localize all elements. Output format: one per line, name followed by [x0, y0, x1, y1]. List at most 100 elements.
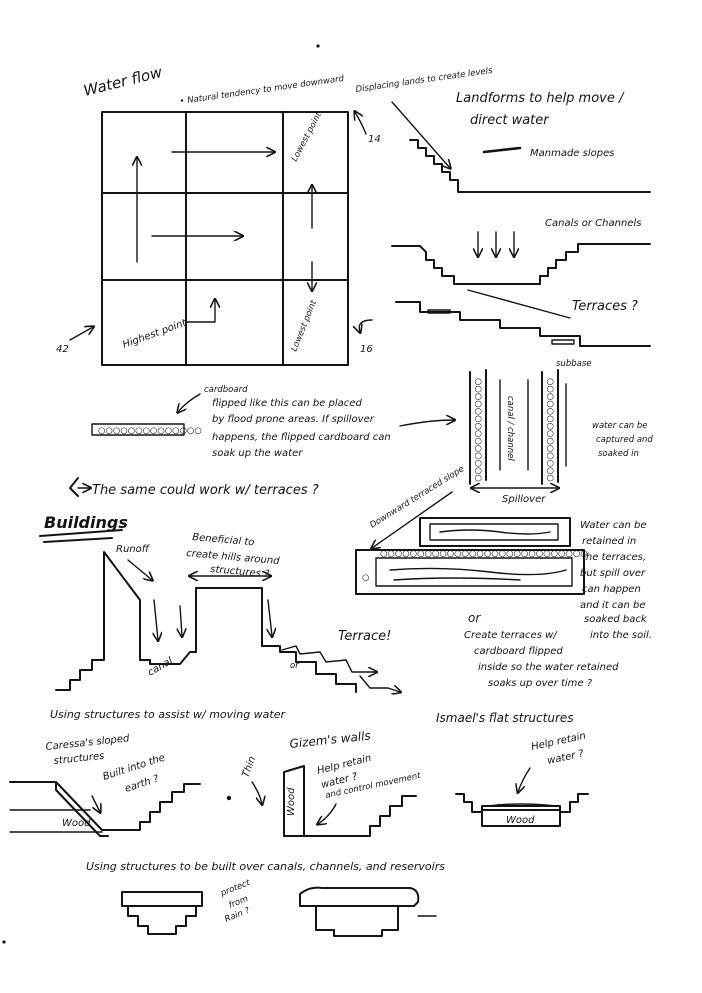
built-arrow — [91, 795, 100, 812]
spill-path-arrow — [359, 675, 400, 692]
dim-arrow-16 — [359, 319, 373, 332]
help-flat-line2: water ? — [546, 748, 585, 767]
captured-line1: water can be — [592, 421, 648, 431]
wood-flat-slab — [481, 809, 561, 827]
wood-wall-label: Wood — [286, 787, 297, 816]
create-line1: Create terraces w/ — [464, 630, 558, 641]
cardboard-section: cardboard ○○○○○○○○○○○○○○ flipped like th… — [69, 385, 454, 498]
terrace-exclaim: Terrace! — [338, 629, 391, 644]
buildings-section: Buildings Runoff Beneficial to create hi… — [39, 513, 400, 721]
create-line3: inside so the water retained — [478, 662, 619, 673]
protect-line3: Rain ? — [223, 906, 251, 925]
cardboard-line4: soak up the water — [212, 448, 303, 459]
help-flat-arrow — [518, 767, 531, 792]
channel-profile-right — [315, 905, 399, 937]
retained-line6: and it can be — [580, 600, 646, 611]
buildings-title: Buildings — [44, 513, 128, 532]
canals-label: Canals or Channels — [545, 218, 641, 229]
site-grid — [101, 111, 349, 366]
left-cardboard-flutes: ○○○○○○○○○○○○○○ — [473, 378, 483, 482]
water-flow-section: Water flow • Natural tendency to move do… — [56, 63, 381, 366]
displacing-arrow — [391, 101, 450, 168]
flow-arrow — [185, 300, 215, 323]
cover-slab-right — [299, 886, 420, 907]
cardboard-to-channel-arrow — [399, 420, 454, 427]
spillover-label: Spillover — [502, 494, 546, 505]
right-cardboard-flutes: ○○○○○○○○○○○○○○ — [545, 378, 555, 482]
lowest-point-bottom-label: Lowest point — [290, 298, 320, 353]
c-mark — [69, 477, 79, 497]
manmade-slopes-label: Manmade slopes — [530, 148, 614, 159]
cardboard-line3: happens, the flipped cardboard can — [212, 432, 391, 443]
captured-line3: soaked in — [598, 449, 639, 459]
using-structures-caption: Using structures to assist w/ moving wat… — [50, 708, 286, 721]
terraces-label: Terraces ? — [572, 299, 638, 314]
beneficial-line1: Beneficial to — [192, 532, 255, 548]
beneficial-line3: structures ? — [210, 564, 271, 580]
terrace-pad — [427, 309, 451, 314]
cardboard-line1: flipped like this can be placed — [212, 398, 362, 409]
structures-section: Caressa's sloped structures Built into t… — [9, 711, 589, 937]
channel-section: subbase ○○○○○○○○○○○○○○ ○○○○○○○○○○○○○○ ca… — [469, 359, 653, 505]
retained-line5: can happen — [582, 584, 641, 595]
scribble — [482, 146, 522, 154]
manmade-slope-profile — [409, 139, 651, 193]
canal-profile — [391, 243, 651, 285]
terrace-profile — [395, 301, 651, 347]
runoff-arrow — [127, 559, 152, 580]
terrace-box-lower — [355, 549, 585, 595]
drain-arrow — [180, 605, 182, 636]
ismael-label: Ismael's flat structures — [436, 711, 574, 725]
downward-slope-label: Downward terraced slope — [368, 464, 466, 530]
side-flutes: ○ — [362, 573, 369, 583]
slope-arrow — [372, 491, 453, 548]
dim-16-label: 16 — [360, 344, 373, 355]
protect-line1: protect — [218, 878, 252, 899]
terrace-inner-upper — [429, 523, 559, 541]
subbase-label: subbase — [556, 359, 591, 369]
retained-line3: the terraces, — [582, 552, 646, 563]
retained-line1: Water can be — [580, 520, 646, 531]
title-underline — [43, 537, 113, 543]
cardboard-flutes: ○○○○○○○○○○○○○○ — [98, 426, 202, 436]
slope-line — [467, 289, 571, 319]
water-scribble — [439, 529, 551, 535]
dim-42-label: 42 — [56, 344, 69, 355]
thin-arrow — [251, 781, 262, 804]
ismael-flat-profile — [455, 793, 589, 813]
caressa-slope-profile — [9, 781, 201, 831]
or-small: or — [290, 661, 299, 671]
stray-dot — [226, 795, 232, 801]
wood-flat-label: Wood — [506, 815, 535, 826]
retained-line8: into the soil. — [590, 630, 652, 641]
highest-point-label: Highest point — [121, 317, 189, 351]
built-over-caption: Using structures to be built over canals… — [86, 860, 445, 873]
stray-dot — [316, 44, 320, 48]
title-underline — [39, 529, 123, 537]
water-flow-title: Water flow — [82, 63, 165, 100]
runoff-label: Runoff — [116, 544, 151, 555]
beneficial-line2: create hills around — [186, 548, 281, 567]
same-terraces-note: The same could work w/ terraces ? — [92, 483, 319, 498]
landforms-title-line2: direct water — [470, 113, 550, 128]
built-line2: earth ? — [124, 773, 161, 795]
cardboard-line2: by flood prone areas. If spillover — [212, 414, 375, 425]
landforms-title-line1: Landforms to help move / — [456, 91, 625, 106]
dim-14-label: 14 — [368, 134, 381, 145]
spill-path-arrow — [281, 645, 376, 672]
caressa-line1: Caressa's sloped — [45, 733, 130, 753]
or-label: or — [468, 611, 481, 625]
lower-cardboard-flutes: ○○○○○○○○○○○○○○○○○○○○○○○○○○○○ — [380, 549, 588, 559]
cardboard-arrow — [178, 393, 201, 412]
cardboard-strip — [91, 423, 185, 436]
create-line4: soaks up over time ? — [488, 678, 593, 689]
retained-line7: soaked back — [584, 614, 648, 625]
lowest-point-top-label: Lowest point — [290, 110, 325, 163]
channel-profile-left — [127, 905, 197, 935]
dim-arrow-14 — [355, 112, 367, 135]
stray-dot — [2, 940, 6, 944]
create-line2: cardboard flipped — [474, 646, 563, 657]
dim-arrow-42 — [69, 327, 93, 341]
